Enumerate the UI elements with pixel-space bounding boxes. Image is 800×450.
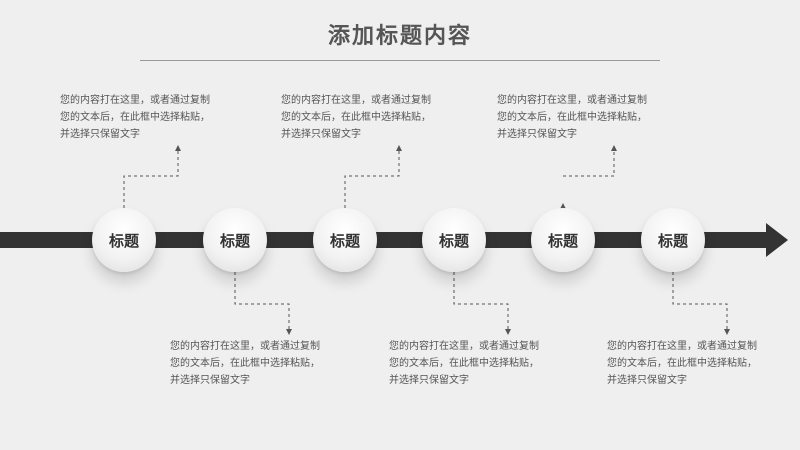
connector-top-3-arrow xyxy=(611,145,617,151)
note-line: 您的文本后，在此框中选择粘贴， xyxy=(389,358,539,369)
note-line: 您的文本后，在此框中选择粘贴， xyxy=(60,112,210,123)
note-line: 您的内容打在这里，或者通过复制 xyxy=(60,95,210,106)
connector-bottom-2 xyxy=(453,272,509,330)
note-line: 并选择只保留文字 xyxy=(281,129,361,140)
note-bottom-3: 您的内容打在这里，或者通过复制 您的文本后，在此框中选择粘贴， 并选择只保留文字 xyxy=(607,338,777,389)
connector-top-3-marker xyxy=(560,203,566,209)
page-title: 添加标题内容 xyxy=(327,24,472,49)
note-line: 您的内容打在这里，或者通过复制 xyxy=(281,95,431,106)
note-top-2: 您的内容打在这里，或者通过复制 您的文本后，在此框中选择粘贴， 并选择只保留文字 xyxy=(281,92,451,143)
timeline-node-4: 标题 xyxy=(422,208,486,272)
connector-bottom-3 xyxy=(672,272,728,330)
timeline-arrow-head xyxy=(766,223,788,257)
timeline-node-1: 标题 xyxy=(92,208,156,272)
connector-bottom-1 xyxy=(234,272,290,330)
note-line: 并选择只保留文字 xyxy=(389,375,469,386)
timeline-node-2: 标题 xyxy=(203,208,267,272)
note-bottom-1: 您的内容打在这里，或者通过复制 您的文本后，在此框中选择粘贴， 并选择只保留文字 xyxy=(170,338,340,389)
note-top-1: 您的内容打在这里，或者通过复制 您的文本后，在此框中选择粘贴， 并选择只保留文字 xyxy=(60,92,230,143)
note-line: 您的文本后，在此框中选择粘贴， xyxy=(170,358,320,369)
note-line: 您的内容打在这里，或者通过复制 xyxy=(170,341,320,352)
connector-bottom-3-arrow xyxy=(724,329,730,335)
note-line: 并选择只保留文字 xyxy=(170,375,250,386)
timeline-node-6: 标题 xyxy=(641,208,705,272)
note-line: 您的文本后，在此框中选择粘贴， xyxy=(497,112,647,123)
connector-top-2 xyxy=(344,150,400,208)
note-bottom-2: 您的内容打在这里，或者通过复制 您的文本后，在此框中选择粘贴， 并选择只保留文字 xyxy=(389,338,559,389)
title-divider xyxy=(140,60,660,61)
connector-top-2-arrow xyxy=(396,145,402,151)
note-line: 您的文本后，在此框中选择粘贴， xyxy=(281,112,431,123)
note-line: 您的内容打在这里，或者通过复制 xyxy=(607,341,757,352)
connector-bottom-2-arrow xyxy=(505,329,511,335)
connector-top-1-arrow xyxy=(175,145,181,151)
connector-top-3 xyxy=(563,150,615,177)
note-line: 您的文本后，在此框中选择粘贴， xyxy=(607,358,757,369)
connector-bottom-1-arrow xyxy=(286,329,292,335)
note-top-3: 您的内容打在这里，或者通过复制 您的文本后，在此框中选择粘贴， 并选择只保留文字 xyxy=(497,92,667,143)
note-line: 您的内容打在这里，或者通过复制 xyxy=(497,95,647,106)
timeline-node-3: 标题 xyxy=(313,208,377,272)
note-line: 并选择只保留文字 xyxy=(60,129,140,140)
note-line: 您的内容打在这里，或者通过复制 xyxy=(389,341,539,352)
timeline-node-5: 标题 xyxy=(531,208,595,272)
note-line: 并选择只保留文字 xyxy=(607,375,687,386)
connector-top-1 xyxy=(123,150,179,208)
note-line: 并选择只保留文字 xyxy=(497,129,577,140)
